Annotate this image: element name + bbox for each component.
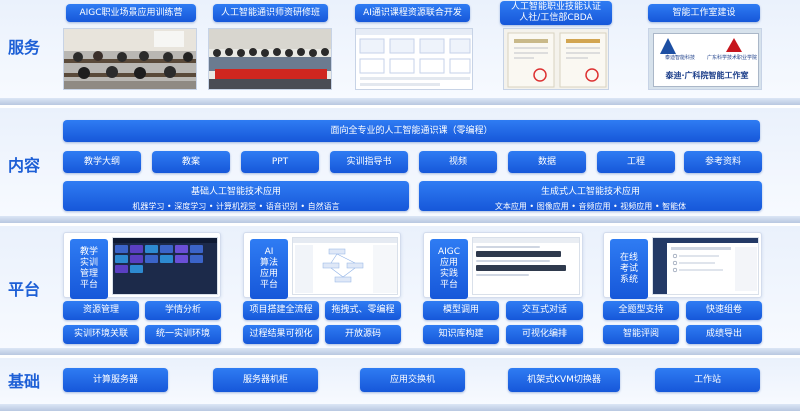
service-title-2: 人工智能通识师资研修班 (213, 4, 328, 22)
feature-learning-analytics: 学情分析 (145, 301, 221, 320)
service-photo-certification (503, 28, 609, 90)
group-basic-ai-title: 基础人工智能技术应用 (190, 187, 281, 197)
platform-card-exam: 在线 考试 系统 (603, 232, 762, 299)
feature-drag-drop: 拖拽式、零编程 (325, 301, 401, 320)
foundation-compute-server: 计算服务器 (63, 368, 168, 392)
studio-bottom-text: 泰迪·广科院智能工作室 (665, 71, 749, 80)
foundation-switch: 应用交换机 (360, 368, 465, 392)
group-generative-ai-sub: 文本应用 • 图像应用 • 音频应用 • 视频应用 • 智能体 (494, 202, 687, 211)
feature-visualization: 过程结果可视化 (243, 325, 319, 344)
studio-right-text: 广东科学技术职业学院 (706, 55, 757, 61)
screenshot-aigc (472, 237, 580, 295)
platform-tag-aigc: AIGC 应用 实践 平台 (430, 239, 468, 299)
service-title-5: 智能工作室建设 (648, 4, 760, 22)
layer-label-service: 服务 (8, 38, 41, 57)
feature-unified-lab-env: 统一实训环境 (145, 325, 221, 344)
service-photo-training-camp (63, 28, 197, 90)
studio-left-text: 泰迪智能科技 (664, 55, 695, 61)
service-photo-teacher-workshop (208, 28, 332, 90)
feature-open-source: 开放源码 (325, 325, 401, 344)
service-photo-course-dev (355, 28, 473, 90)
platform-card-ai-algo: AI 算法 应用 平台 (243, 232, 401, 299)
service-title-3: AI通识课程资源联合开发 (355, 4, 470, 22)
group-basic-ai: 基础人工智能技术应用 机器学习 • 深度学习 • 计算机视觉 • 语音识别 • … (63, 181, 409, 211)
feature-full-workflow: 项目搭建全流程 (243, 301, 319, 320)
resource-ppt: PPT (241, 151, 319, 173)
resource-lab-guide: 实训指导书 (330, 151, 408, 173)
feature-quick-paper: 快速组卷 (686, 301, 762, 320)
feature-lab-env-link: 实训环境关联 (63, 325, 139, 344)
platform-divider (0, 348, 800, 355)
foundation-workstation: 工作站 (655, 368, 760, 392)
studio-logos (660, 38, 742, 54)
service-divider (0, 98, 800, 105)
screenshot-teaching (112, 237, 218, 295)
feature-knowledge-base: 知识库构建 (423, 325, 499, 344)
screenshot-exam (652, 237, 759, 295)
feature-interactive-chat: 交互式对话 (506, 301, 583, 320)
feature-resource-mgmt: 资源管理 (63, 301, 139, 320)
screenshot-ai-algo (292, 237, 398, 295)
feature-score-export: 成绩导出 (686, 325, 762, 344)
resource-video: 视频 (419, 151, 497, 173)
resource-data: 数据 (508, 151, 586, 173)
feature-smart-grading: 智能评阅 (603, 325, 679, 344)
content-headline: 面向全专业的人工智能通识课（零编程） (63, 120, 760, 142)
service-photo-studio-plaque: 泰迪智能科技 广东科学技术职业学院 泰迪·广科院智能工作室 (648, 28, 762, 90)
layer-label-foundation: 基础 (8, 372, 41, 391)
content-divider (0, 216, 800, 223)
resource-references: 参考资料 (684, 151, 762, 173)
foundation-divider (0, 404, 800, 411)
foundation-server-rack: 服务器机柜 (213, 368, 318, 392)
platform-tag-teaching: 教学 实训 管理 平台 (70, 239, 108, 299)
group-generative-ai-title: 生成式人工智能技术应用 (540, 187, 640, 197)
layer-label-content: 内容 (8, 156, 41, 175)
resource-syllabus: 教学大纲 (63, 151, 141, 173)
feature-all-question-types: 全题型支持 (603, 301, 679, 320)
service-title-4: 人工智能职业技能认证 人社/工信部CBDA (500, 1, 612, 25)
layer-label-platform: 平台 (8, 280, 41, 299)
foundation-kvm: 机架式KVM切换器 (508, 368, 620, 392)
platform-card-aigc: AIGC 应用 实践 平台 (423, 232, 583, 299)
platform-card-teaching: 教学 实训 管理 平台 (63, 232, 221, 299)
resource-lesson-plan: 教案 (152, 151, 230, 173)
group-basic-ai-sub: 机器学习 • 深度学习 • 计算机视觉 • 语音识别 • 自然语言 (132, 202, 340, 211)
resource-project: 工程 (597, 151, 675, 173)
platform-tag-ai-algo: AI 算法 应用 平台 (250, 239, 288, 299)
platform-tag-exam: 在线 考试 系统 (610, 239, 648, 299)
feature-model-call: 模型调用 (423, 301, 499, 320)
feature-visual-orchestration: 可视化编排 (506, 325, 583, 344)
group-generative-ai: 生成式人工智能技术应用 文本应用 • 图像应用 • 音频应用 • 视频应用 • … (419, 181, 762, 211)
service-title-1: AIGC职业场景应用训练营 (66, 4, 196, 22)
